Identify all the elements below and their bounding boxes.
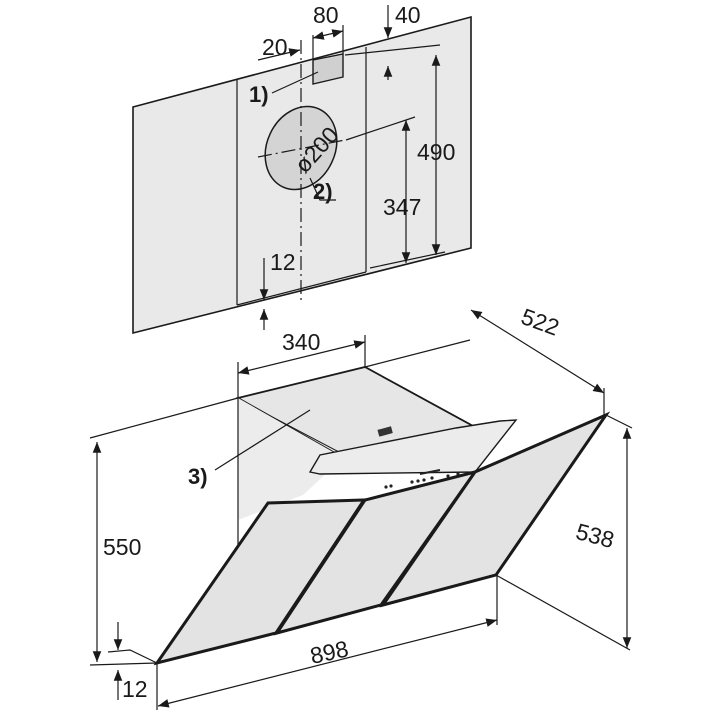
control-buttons[interactable] bbox=[384, 469, 460, 489]
dim-80-arrow bbox=[312, 29, 344, 40]
dim-20-arrow bbox=[257, 48, 301, 61]
dim-40-label: 40 bbox=[395, 2, 421, 28]
dim-550-label: 550 bbox=[103, 534, 141, 560]
callout-2-leader bbox=[309, 177, 336, 201]
dim-538-label: 538 bbox=[573, 518, 617, 553]
dim-522-label: 522 bbox=[518, 303, 563, 341]
cooker-hood: 3) bbox=[153, 366, 611, 666]
dim-12-hood-label: 12 bbox=[122, 676, 148, 702]
dim-347-ext-bottom bbox=[369, 251, 446, 269]
wall-mounting-plate bbox=[132, 15, 472, 335]
dim-522-ext bbox=[364, 339, 471, 368]
dim-347-label: 347 bbox=[383, 194, 421, 220]
callout-1: 1) bbox=[249, 82, 269, 107]
callout-3: 3) bbox=[188, 464, 208, 489]
dim-898-label: 898 bbox=[308, 635, 351, 668]
dim-538-ext-top bbox=[605, 414, 633, 429]
dim-490-label: 490 bbox=[417, 139, 455, 165]
dim-80-label: 80 bbox=[313, 2, 339, 28]
dim-12-hood-ext bbox=[107, 649, 158, 664]
wall-plate-dimensions: 20 80 40 490 347 12 ø200 1) 2) bbox=[249, 2, 455, 330]
dim-340-label: 340 bbox=[282, 329, 320, 355]
callout-2: 2) bbox=[313, 179, 333, 204]
dim-538-ext-bottom bbox=[495, 574, 631, 651]
dim-550-ext-top bbox=[89, 397, 239, 439]
connector-icon bbox=[377, 426, 393, 437]
control-strip bbox=[308, 419, 518, 475]
dim-340-arrow bbox=[237, 340, 366, 375]
dim-550-ext-bottom bbox=[89, 662, 158, 666]
chimney-side bbox=[238, 398, 356, 520]
duct-horizontal-axis bbox=[257, 139, 346, 158]
callout-3-leader bbox=[214, 409, 311, 471]
callout-1-leader bbox=[271, 71, 319, 94]
cutout-rectangle bbox=[312, 53, 344, 85]
dim-898-arrow bbox=[157, 618, 498, 708]
dim-522-arrow bbox=[470, 309, 605, 394]
dim-20-label: 20 bbox=[262, 34, 288, 60]
dim-40-ext bbox=[344, 44, 441, 56]
dim-12-label: 12 bbox=[270, 249, 296, 275]
